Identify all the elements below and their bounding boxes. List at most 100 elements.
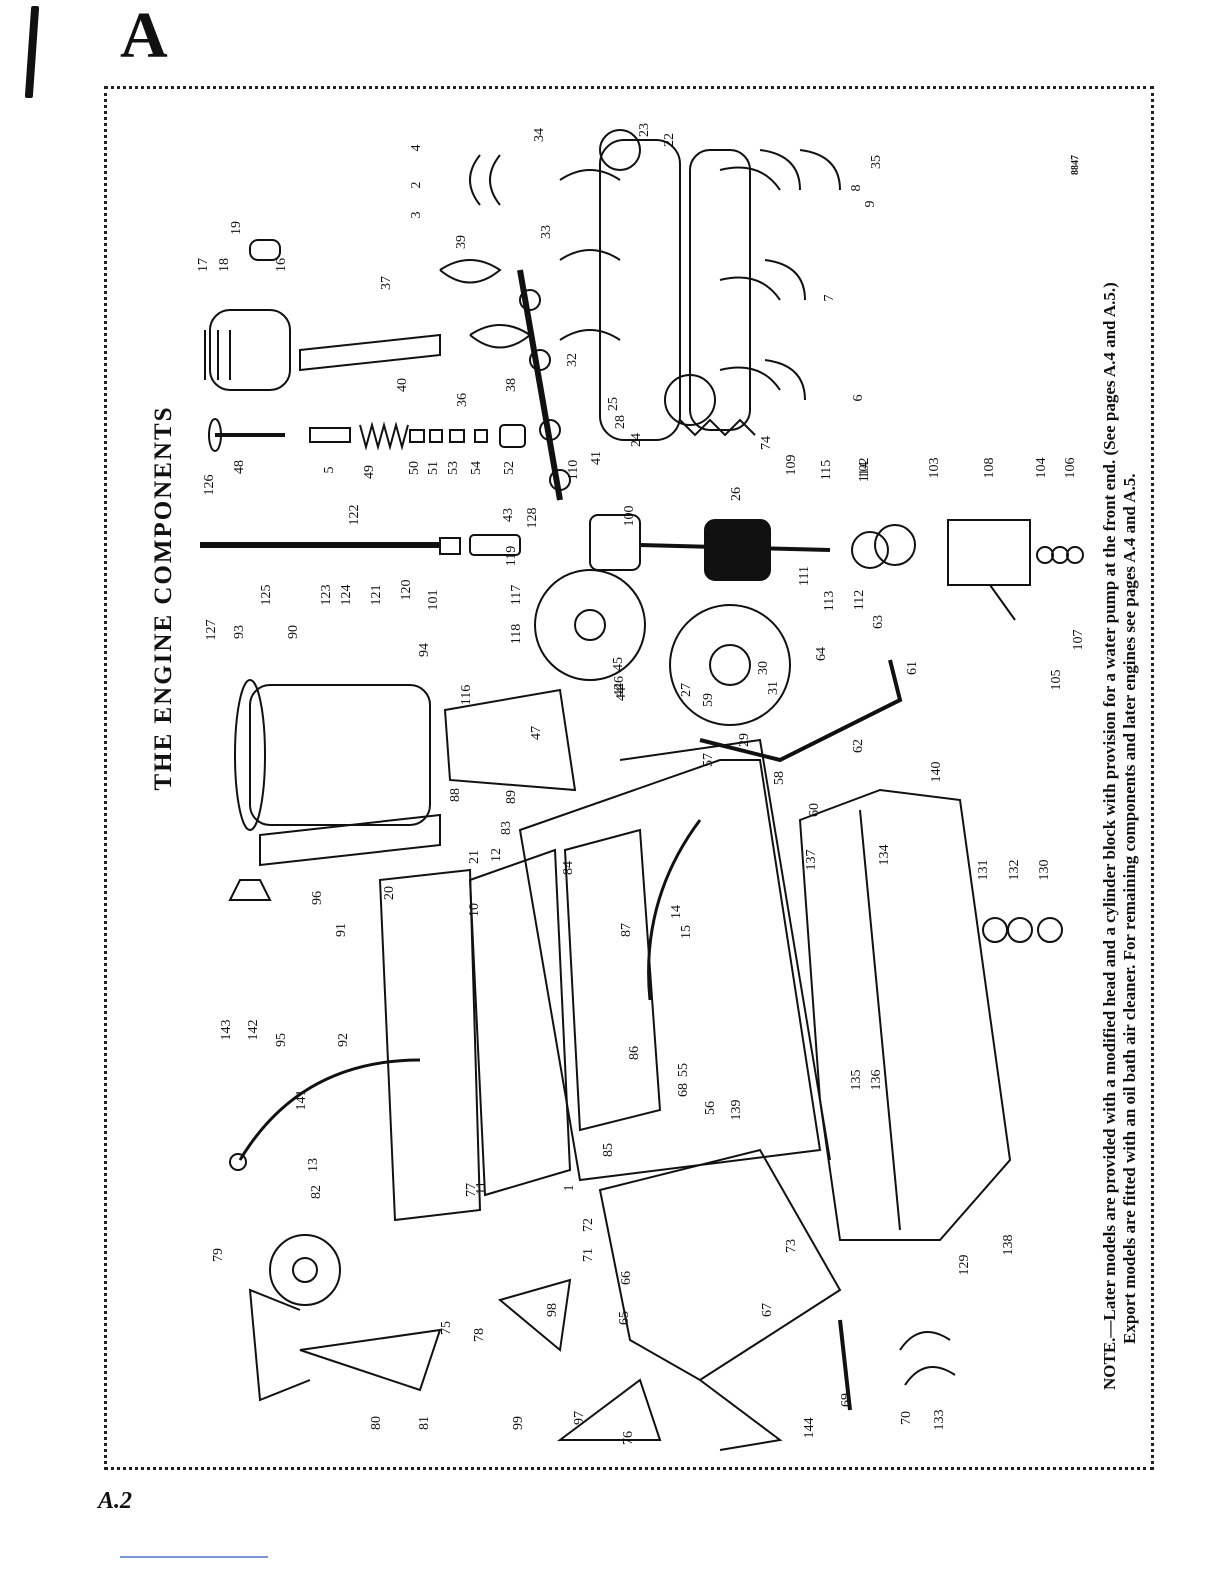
callout-112: 112 <box>852 590 867 610</box>
dipstick-illustration <box>229 659 903 1171</box>
callout-118: 118 <box>509 624 524 644</box>
callout-53: 53 <box>446 461 461 475</box>
note-line-2: Export models are fitted with an oil bat… <box>1120 473 1139 1344</box>
callout-14: 14 <box>669 905 684 919</box>
callout-78: 78 <box>472 1328 487 1342</box>
callout-4: 4 <box>409 145 424 152</box>
callout-65: 65 <box>617 1311 632 1325</box>
callout-120: 120 <box>399 580 414 601</box>
callout-117: 117 <box>509 585 524 605</box>
callout-93: 93 <box>232 625 247 639</box>
callout-72: 72 <box>581 1218 596 1232</box>
callout-45: 45 <box>611 657 626 671</box>
callout-136: 136 <box>869 1070 884 1091</box>
callout-10: 10 <box>467 903 482 917</box>
callout-106: 106 <box>1063 458 1078 479</box>
callout-24: 24 <box>629 433 644 447</box>
callout-62: 62 <box>851 739 866 753</box>
callout-116: 116 <box>459 685 474 705</box>
callout-90: 90 <box>286 625 301 639</box>
callout-105: 105 <box>1049 670 1064 691</box>
callout-27: 27 <box>679 683 694 697</box>
callout-91: 91 <box>334 923 349 937</box>
callout-100: 100 <box>622 506 637 527</box>
callout-142: 142 <box>246 1020 261 1041</box>
diagram-frame <box>104 86 1154 1470</box>
callout-54: 54 <box>469 461 484 475</box>
callout-133: 133 <box>932 1410 947 1431</box>
callout-48: 48 <box>232 460 247 474</box>
callout-31: 31 <box>766 681 781 695</box>
callout-2: 2 <box>409 182 424 189</box>
callout-6: 6 <box>851 395 866 402</box>
valve-parts-illustration <box>208 418 526 452</box>
callout-95: 95 <box>274 1033 289 1047</box>
callout-89: 89 <box>504 790 519 804</box>
air-cleaner-illustration <box>234 679 577 831</box>
callout-75: 75 <box>439 1321 454 1335</box>
callout-20: 20 <box>382 886 397 900</box>
timing-cover-illustration <box>598 1148 842 1451</box>
callout-9: 9 <box>863 201 878 208</box>
callout-88: 88 <box>448 788 463 802</box>
callout-104: 104 <box>1034 458 1049 479</box>
callout-36: 36 <box>455 393 470 407</box>
callout-43: 43 <box>501 508 516 522</box>
callout-114: 114 <box>857 462 872 482</box>
callout-71: 71 <box>581 1248 596 1262</box>
callout-32: 32 <box>565 353 580 367</box>
callout-16: 16 <box>274 258 289 272</box>
callout-47: 47 <box>529 726 544 740</box>
page-number: A.2 <box>98 1488 133 1514</box>
callout-41: 41 <box>589 451 604 465</box>
callout-83: 83 <box>499 821 514 835</box>
callout-121: 121 <box>369 585 384 606</box>
callout-122: 122 <box>347 505 362 526</box>
callout-13: 13 <box>306 1158 321 1172</box>
callout-52: 52 <box>502 461 517 475</box>
callout-17: 17 <box>196 258 211 272</box>
callout-26: 26 <box>729 487 744 501</box>
callout-51: 51 <box>426 461 441 475</box>
callout-134: 134 <box>877 845 892 866</box>
timing-gear-illustration <box>534 418 791 726</box>
callout-15: 15 <box>679 925 694 939</box>
callout-18: 18 <box>217 258 232 272</box>
callout-79: 79 <box>211 1248 226 1262</box>
callout-39: 39 <box>454 235 469 249</box>
callout-94: 94 <box>417 643 432 657</box>
callout-113: 113 <box>822 591 837 611</box>
callout-22: 22 <box>662 133 677 147</box>
callout-131: 131 <box>976 860 991 881</box>
callout-110: 110 <box>566 460 581 480</box>
callout-87: 87 <box>619 923 634 937</box>
callout-115: 115 <box>819 460 834 480</box>
callout-46: 46 <box>612 676 627 690</box>
callout-128: 128 <box>525 508 540 529</box>
callout-97: 97 <box>572 1411 587 1425</box>
callout-73: 73 <box>784 1239 799 1253</box>
callout-137: 137 <box>804 850 819 871</box>
callout-135: 135 <box>849 1070 864 1091</box>
callout-21: 21 <box>467 850 482 864</box>
callout-138: 138 <box>1001 1235 1016 1256</box>
callout-84: 84 <box>561 861 576 875</box>
callout-23: 23 <box>637 123 652 137</box>
callout-56: 56 <box>703 1101 718 1115</box>
callout-66: 66 <box>619 1271 634 1285</box>
callout-77: 77 <box>464 1183 479 1197</box>
callout-35: 35 <box>869 155 884 169</box>
callout-96: 96 <box>310 891 325 905</box>
callout-119: 119 <box>504 546 519 566</box>
callout-80: 80 <box>369 1416 384 1430</box>
callout-103: 103 <box>927 458 942 479</box>
callout-49: 49 <box>362 465 377 479</box>
callout-123: 123 <box>319 585 334 606</box>
callout-74: 74 <box>759 436 774 450</box>
callout-63: 63 <box>871 615 886 629</box>
callout-38: 38 <box>504 378 519 392</box>
callout-130: 130 <box>1037 860 1052 881</box>
callout-108: 108 <box>982 458 997 479</box>
